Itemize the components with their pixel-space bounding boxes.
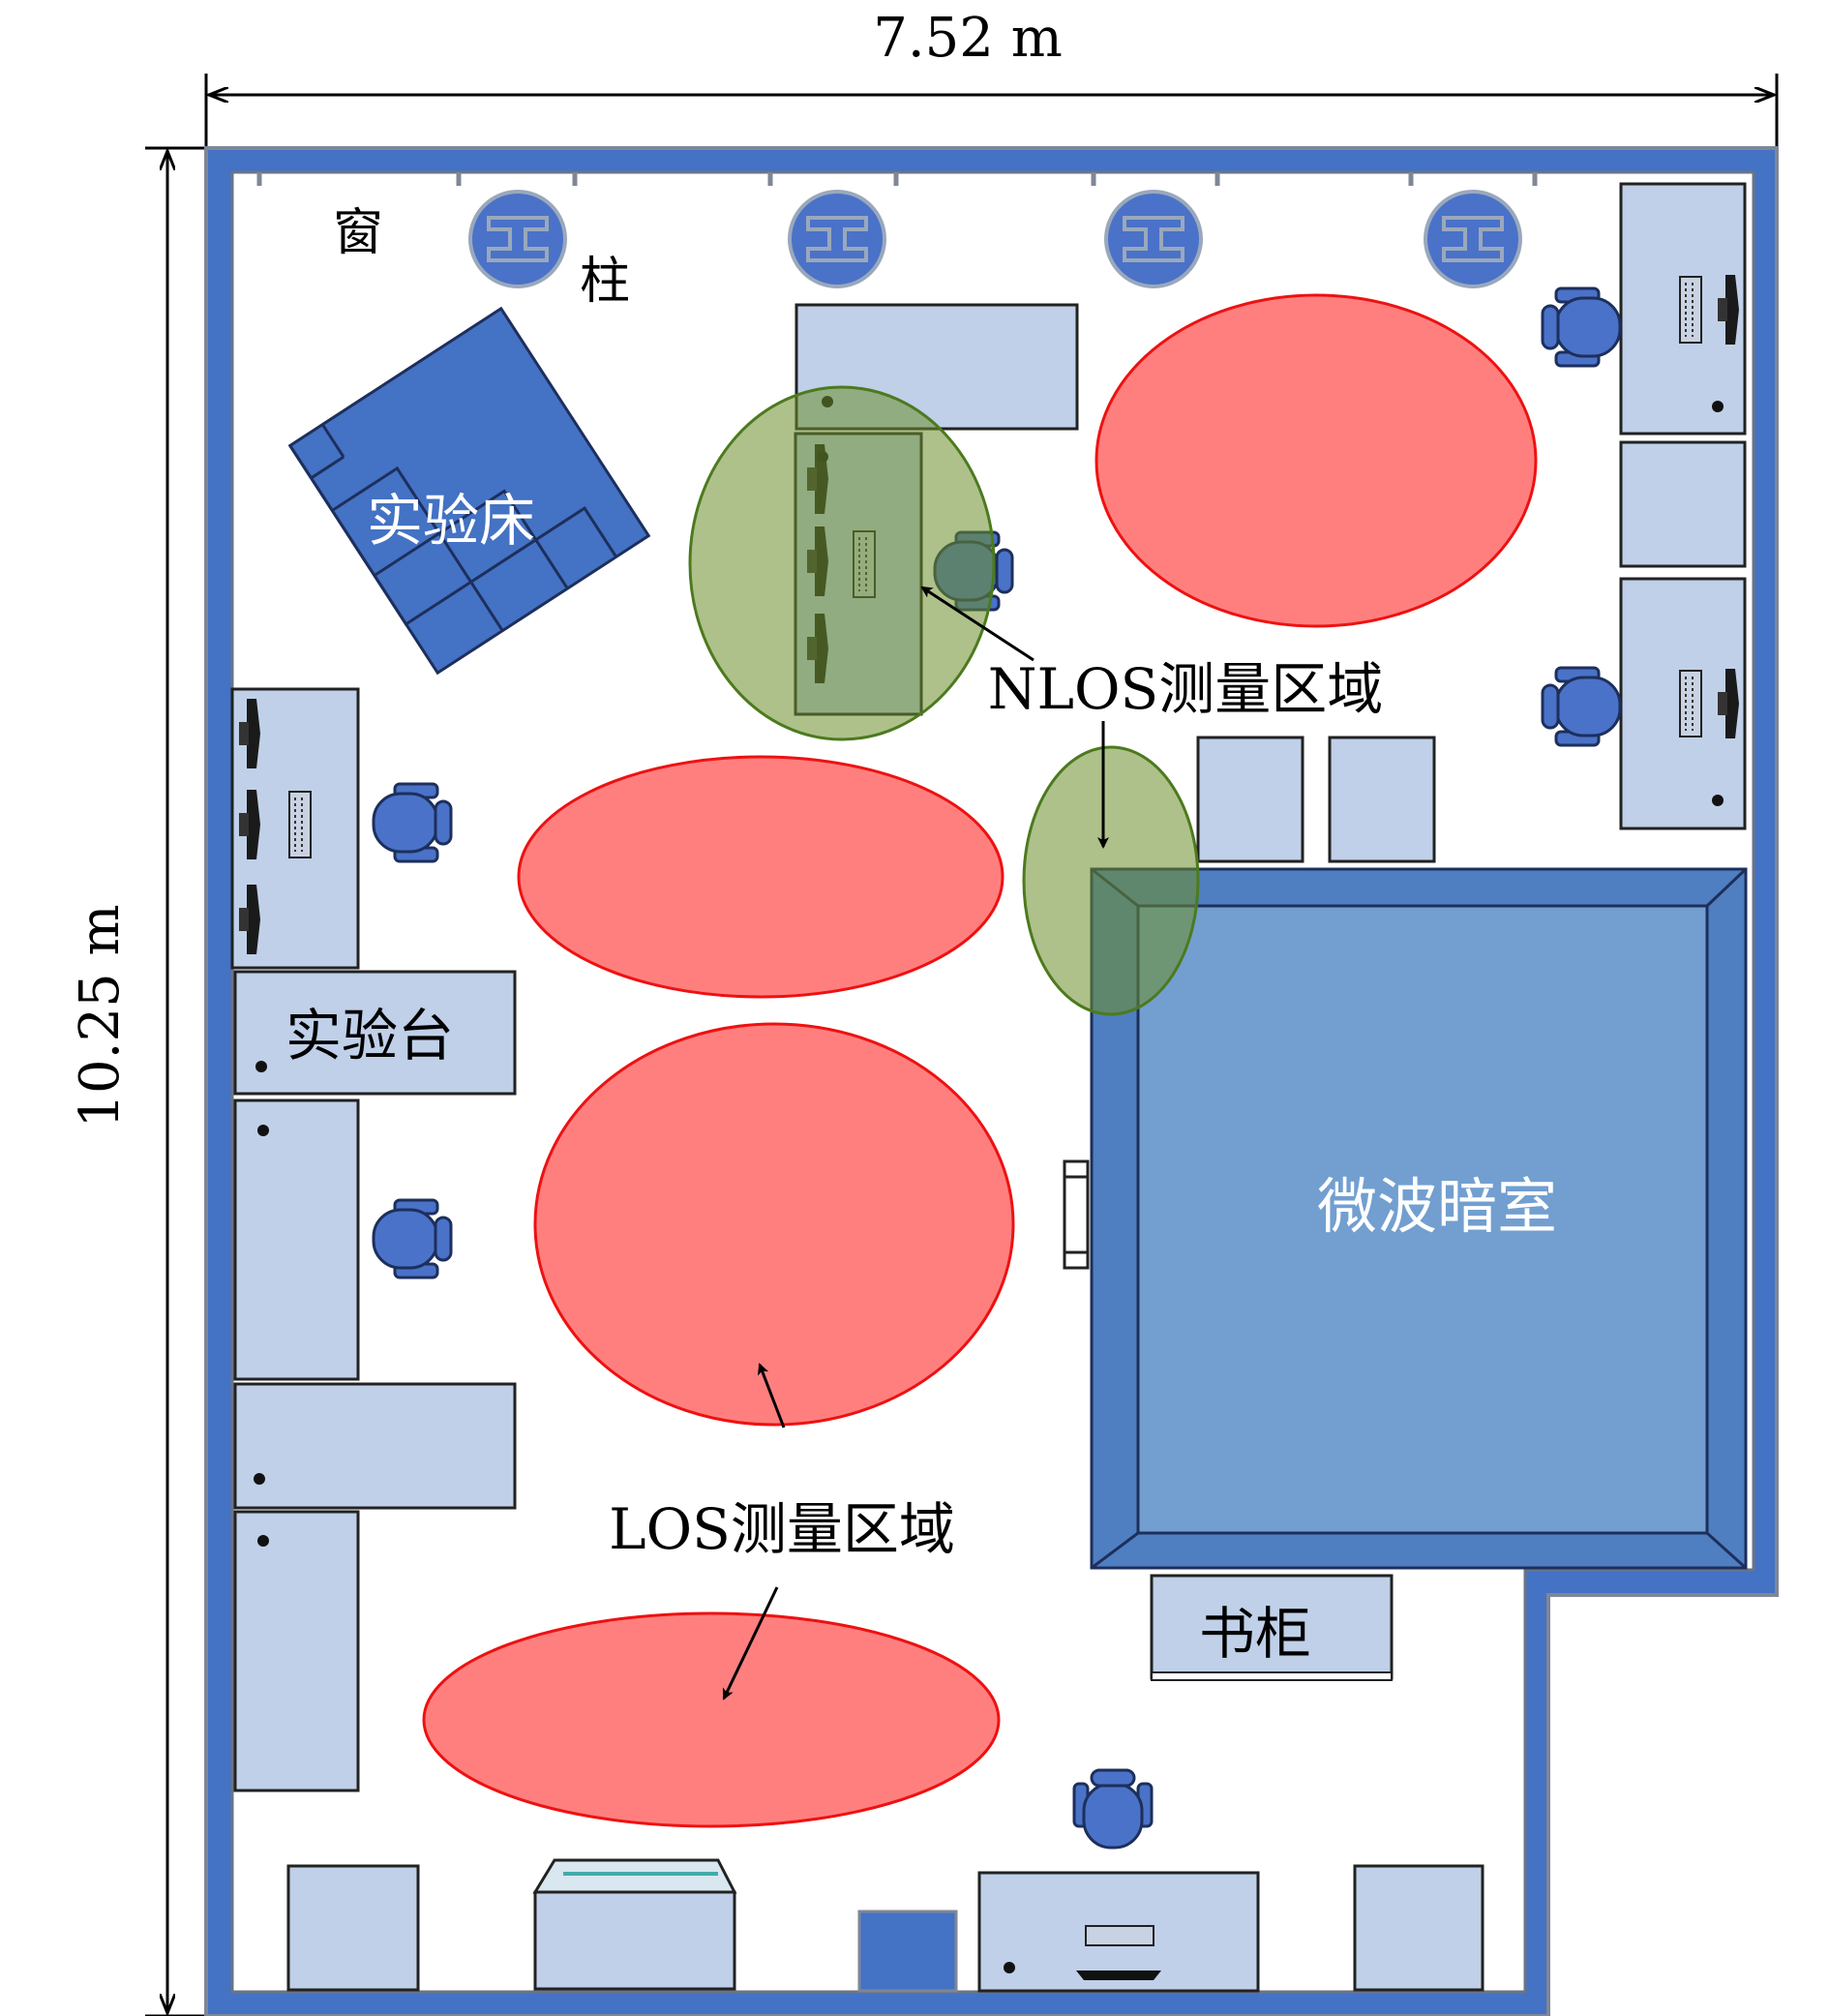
height-dimension: 10.25 m: [69, 146, 218, 2016]
bookcase-label: 书柜: [1199, 1601, 1311, 1667]
los-area-3: [533, 1022, 1015, 1427]
desk-right-middle: [1619, 577, 1747, 830]
los-area-label: LOS测量区域: [609, 1496, 955, 1562]
experiment-bed-label: 实验床: [367, 488, 535, 554]
window-frames: [256, 172, 1538, 186]
pillar-icon: [1424, 190, 1522, 288]
window-label: 窗: [333, 204, 383, 262]
glass-cabinet: [532, 1858, 737, 1991]
desk-right-top: [1619, 182, 1747, 436]
pillar-icon: [468, 190, 567, 288]
door-block: [857, 1910, 958, 1993]
cabinet-left-2: [233, 1382, 517, 1510]
pillar-icon: [1104, 190, 1203, 288]
arrow-icon: [722, 1586, 779, 1700]
pillar-label: 柱: [580, 253, 630, 311]
cabinet-left-3: [233, 1510, 360, 1792]
pillar-icon: [788, 190, 886, 288]
cabinet-bottom-2: [1353, 1864, 1484, 1992]
arrow-icon: [920, 586, 1034, 662]
arrow-icon: [757, 1363, 786, 1429]
cabinet-bottom-1: [286, 1864, 420, 1992]
cabinet-left-1: [233, 1098, 360, 1381]
width-label: 7.52 m: [873, 7, 1063, 70]
experiment-bed: [287, 306, 651, 676]
cabinet-right: [1619, 440, 1747, 568]
experiment-bench-label: 实验台: [285, 1003, 454, 1068]
cabinet-small-2: [1328, 736, 1436, 863]
nlos-area-2: [1022, 745, 1200, 1016]
los-area-1: [1094, 293, 1538, 628]
desk-bottom: [977, 1871, 1260, 1993]
los-area-4: [422, 1611, 1001, 1828]
cabinet-small-1: [1196, 736, 1304, 863]
anechoic-chamber-label: 微波暗室: [1317, 1171, 1557, 1242]
anechoic-chamber: [1063, 867, 1748, 1570]
desk-left-top: [230, 687, 360, 970]
height-label: 10.25 m: [69, 904, 132, 1128]
nlos-area-label: NLOS测量区域: [988, 656, 1384, 722]
experiment-bench: [233, 970, 517, 1096]
bookcase: [1150, 1574, 1394, 1681]
nlos-area-1: [688, 385, 996, 741]
los-area-2: [517, 755, 1004, 999]
width-dimension: 7.52 m: [204, 7, 1779, 147]
